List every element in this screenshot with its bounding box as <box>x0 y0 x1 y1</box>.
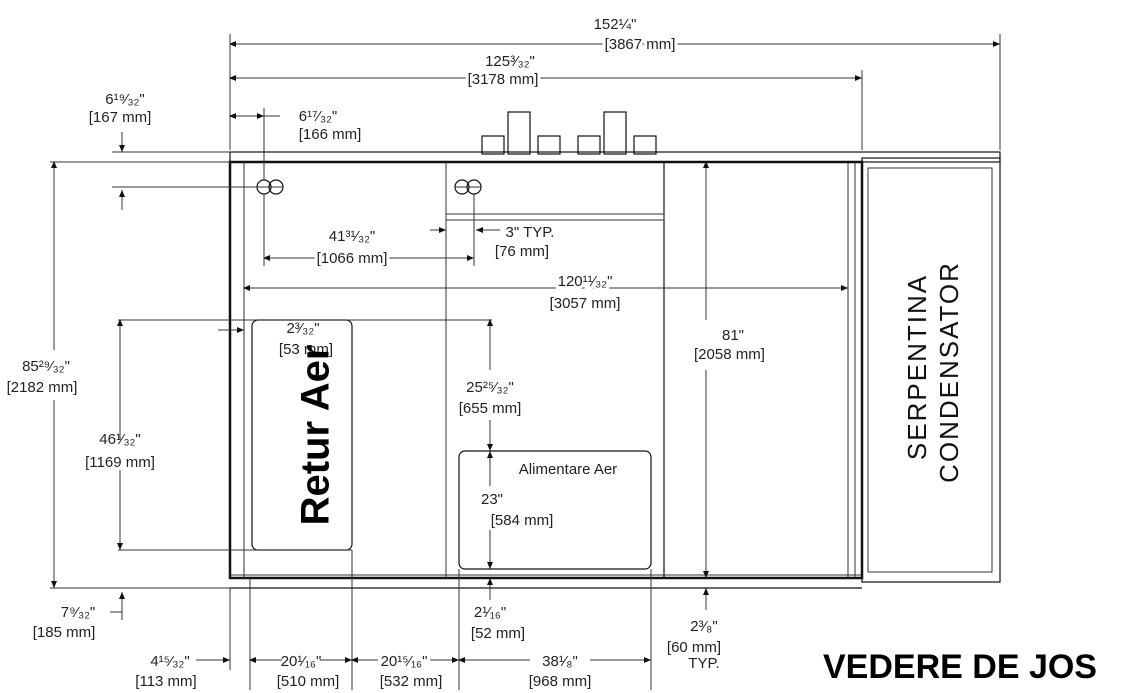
height-81-dim: 81" [2058 mm] <box>694 327 765 363</box>
svg-text:41³¹⁄₃₂": 41³¹⁄₃₂" <box>329 228 375 245</box>
svg-text:4¹⁵⁄₃₂": 4¹⁵⁄₃₂" <box>150 653 189 670</box>
unit-outline <box>228 111 1001 589</box>
svg-text:[3057 mm]: [3057 mm] <box>550 295 621 312</box>
svg-text:[60 mm]: [60 mm] <box>667 639 721 656</box>
svg-text:[3178 mm]: [3178 mm] <box>468 71 539 88</box>
svg-text:[2182 mm]: [2182 mm] <box>7 379 78 396</box>
svg-text:2³⁄₈": 2³⁄₈" <box>690 618 717 635</box>
svg-text:[113 mm]: [113 mm] <box>135 673 196 690</box>
dimension-lines <box>50 34 1001 690</box>
svg-text:TYP.: TYP. <box>688 655 719 672</box>
svg-text:20¹⁄₁₆": 20¹⁄₁₆" <box>281 653 322 670</box>
svg-text:[532 mm]: [532 mm] <box>380 673 443 690</box>
lift-spacing-dim: 41³¹⁄₃₂" [1066 mm] <box>314 228 391 270</box>
return-air-label: Retur Aer <box>294 345 338 526</box>
svg-text:[76 mm]: [76 mm] <box>495 243 549 260</box>
supply-top-dim: 25²⁵⁄₃₂" [655 mm] <box>459 379 522 417</box>
cabinet-width-dim: 125³⁄₃₂" [3178 mm] <box>465 53 542 91</box>
svg-text:[968 mm]: [968 mm] <box>529 673 592 690</box>
svg-text:[2058 mm]: [2058 mm] <box>694 346 765 363</box>
svg-text:85²⁹⁄₃₂": 85²⁹⁄₃₂" <box>22 358 70 375</box>
lift-hole-icon <box>454 179 482 195</box>
svg-text:[3867 mm]: [3867 mm] <box>605 36 676 53</box>
return-offset-dim: 2³⁄₃₂" [53 mm] <box>279 320 333 358</box>
svg-text:46¹⁄₃₂": 46¹⁄₃₂" <box>99 431 140 448</box>
svg-text:38¹⁄₈": 38¹⁄₈" <box>542 653 578 670</box>
typ-3-dim: 3" TYP. [76 mm] <box>495 224 555 260</box>
svg-text:81": 81" <box>722 327 744 344</box>
svg-text:3" TYP.: 3" TYP. <box>506 224 555 241</box>
svg-text:25²⁵⁄₃₂": 25²⁵⁄₃₂" <box>466 379 514 396</box>
bottom-chain-dims: 4¹⁵⁄₃₂" [113 mm] 20¹⁄₁₆" [510 mm] 20¹⁵⁄₁… <box>135 653 591 690</box>
svg-text:23": 23" <box>481 491 503 508</box>
svg-text:[1066 mm]: [1066 mm] <box>317 250 388 267</box>
supply-bottom-dim: 2¹⁄₁₆" [52 mm] <box>471 604 525 642</box>
svg-text:[510 mm]: [510 mm] <box>277 673 340 690</box>
svg-text:125³⁄₃₂": 125³⁄₃₂" <box>485 53 535 70</box>
svg-text:[52 mm]: [52 mm] <box>471 625 525 642</box>
svg-text:[1169 mm]: [1169 mm] <box>85 454 155 471</box>
svg-text:7⁹⁄₃₂": 7⁹⁄₃₂" <box>61 604 96 621</box>
top-offset-dim: 6¹⁹⁄₃₂" [167 mm] <box>89 91 152 126</box>
svg-text:[167 mm]: [167 mm] <box>89 109 152 126</box>
svg-text:6¹⁷⁄₃₂": 6¹⁷⁄₃₂" <box>299 108 338 125</box>
svg-text:152¼": 152¼" <box>594 16 637 33</box>
supply-air-label: Alimentare Aer <box>519 461 617 478</box>
overall-height-dim: 85²⁹⁄₃₂" [2182 mm] <box>4 355 81 399</box>
svg-text:[185 mm]: [185 mm] <box>33 624 96 641</box>
supply-height-dim: 23" [584 mm] <box>481 491 553 529</box>
left-offset-dim: 6¹⁷⁄₃₂" [166 mm] <box>299 108 362 143</box>
svg-text:[166 mm]: [166 mm] <box>299 126 362 143</box>
overall-width-dim: 152¼" [3867 mm] <box>594 16 679 56</box>
view-title: VEDERE DE JOS <box>823 648 1097 686</box>
svg-text:2³⁄₃₂": 2³⁄₃₂" <box>286 320 319 337</box>
coil-label-line2: CONDENSATOR <box>934 261 964 483</box>
svg-text:6¹⁹⁄₃₂": 6¹⁹⁄₃₂" <box>105 91 145 108</box>
svg-text:2¹⁄₁₆": 2¹⁄₁₆" <box>474 604 506 621</box>
svg-text:[53 mm]: [53 mm] <box>279 341 333 358</box>
svg-text:20¹⁵⁄₁₆": 20¹⁵⁄₁₆" <box>381 653 428 670</box>
inner-width-dim: 120¹¹⁄₃₂" [3057 mm] <box>550 270 621 312</box>
svg-text:[584 mm]: [584 mm] <box>491 512 554 529</box>
return-height-dim: 46¹⁄₃₂" [1169 mm] <box>85 431 155 471</box>
svg-text:[655 mm]: [655 mm] <box>459 400 522 417</box>
svg-text:120¹¹⁄₃₂": 120¹¹⁄₃₂" <box>558 273 613 290</box>
bottom-offset-dim: 7⁹⁄₃₂" [185 mm] <box>33 604 96 641</box>
supply-air-opening <box>458 450 652 570</box>
coil-label-line1: SERPENTINA <box>902 274 932 460</box>
lift-hole-icon <box>256 179 284 195</box>
coil-bottom-dim: 2³⁄₈" [60 mm] TYP. <box>667 618 721 672</box>
